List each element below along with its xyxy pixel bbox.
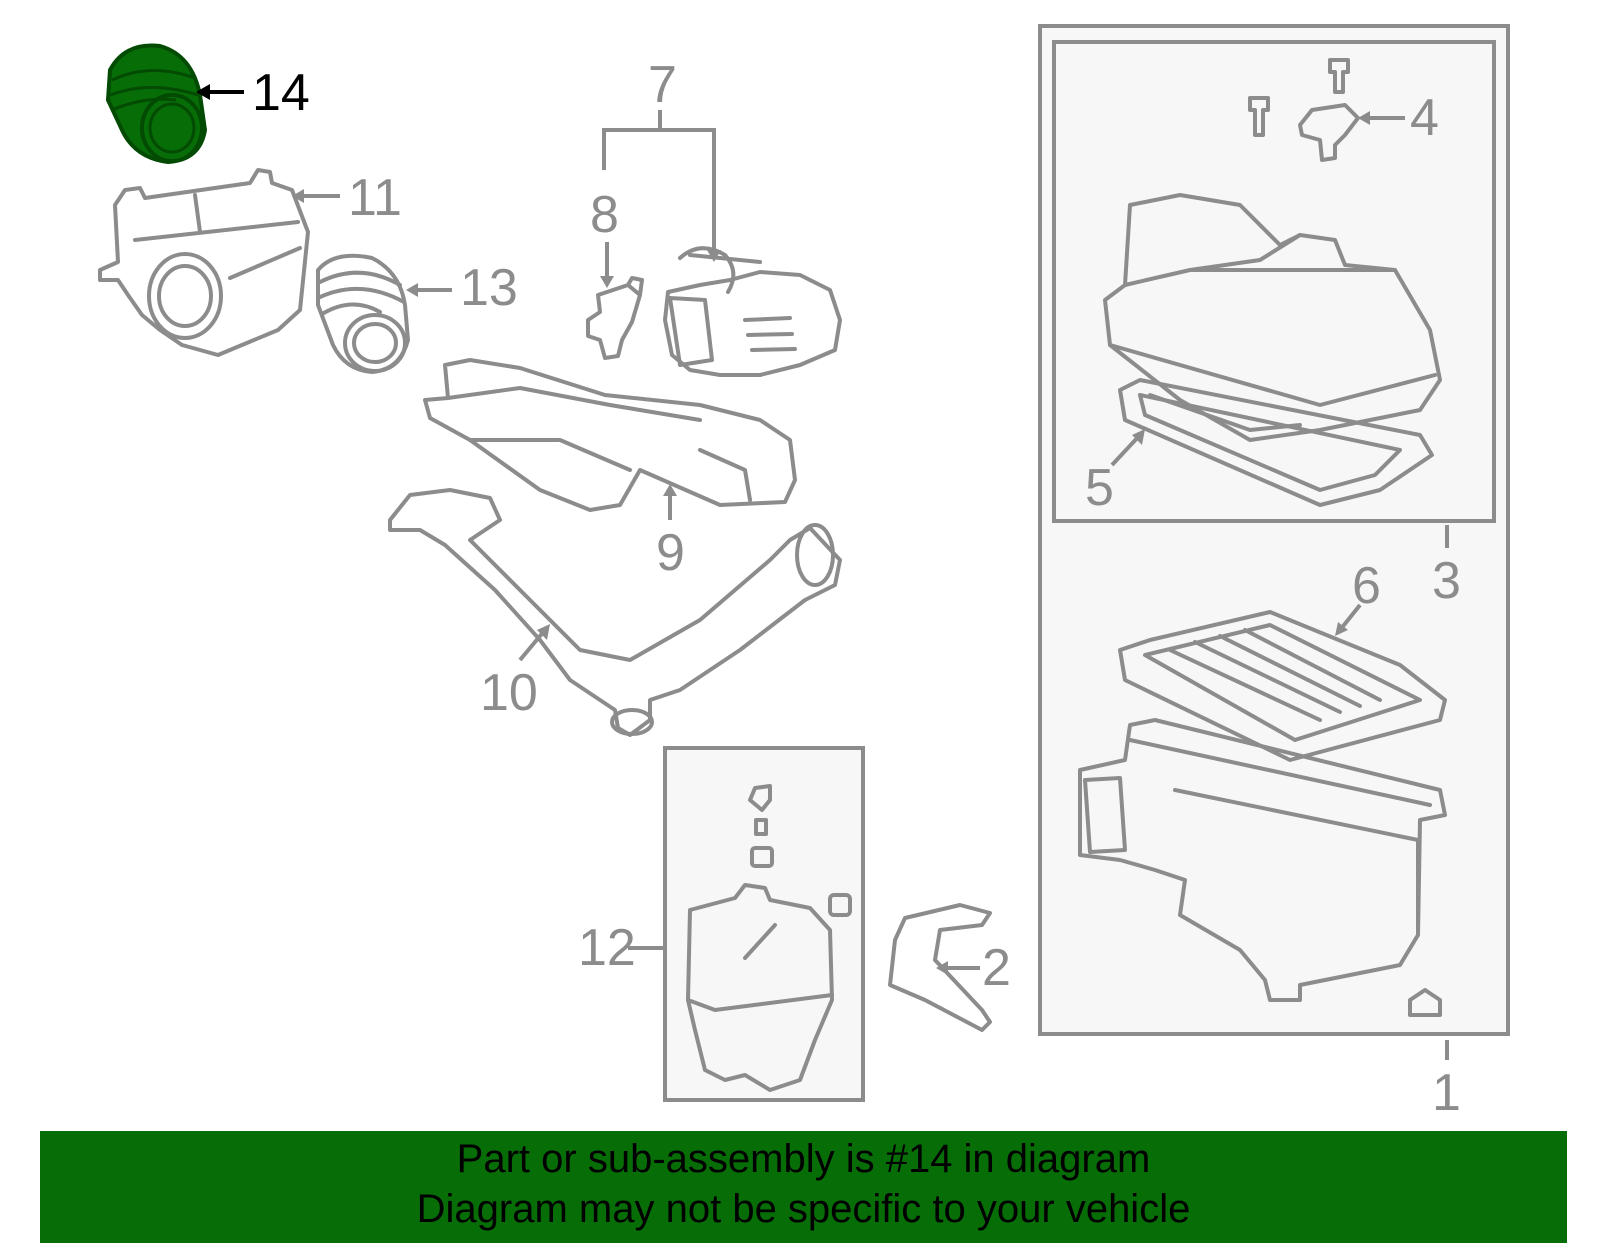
arrow-5-icon	[1132, 429, 1145, 445]
assembly-3-box	[1052, 40, 1496, 523]
arrow-10-icon	[537, 624, 550, 640]
callout-10: 10	[480, 664, 538, 722]
arrow-13-icon	[406, 283, 418, 297]
arrow-2-icon	[936, 961, 948, 975]
callout-8: 8	[590, 186, 619, 244]
leader-6	[1338, 603, 1362, 632]
arrow-6-icon	[1335, 622, 1348, 636]
info-banner: Part or sub-assembly is #14 in diagram D…	[40, 1131, 1567, 1243]
leader-5	[1110, 433, 1142, 467]
part-2-bracket	[888, 903, 992, 1032]
callout-9: 9	[656, 524, 685, 582]
part-1-cleaner-case	[1078, 718, 1447, 1017]
leader-10	[518, 628, 547, 662]
arrow-4-icon	[1358, 111, 1370, 125]
part-11-intake-housing	[98, 168, 310, 357]
banner-line-disclaimer: Diagram may not be specific to your vehi…	[416, 1187, 1191, 1231]
callout-2: 2	[982, 939, 1011, 997]
part-12-resonator	[686, 784, 852, 1092]
leader-7	[602, 110, 716, 255]
arrow-8-icon	[600, 276, 614, 288]
callout-4: 4	[1410, 89, 1439, 147]
arrow-11-icon	[292, 189, 304, 203]
assembly-12-box	[663, 746, 865, 1102]
callout-12: 12	[578, 919, 636, 977]
callout-3: 3	[1432, 552, 1461, 610]
part-4-sensor	[1248, 58, 1360, 162]
callout-1: 1	[1432, 1064, 1461, 1122]
callout-7: 7	[648, 56, 677, 114]
part-6-filter	[1118, 610, 1447, 762]
part-7-airflow-meter	[663, 246, 842, 377]
callout-6: 6	[1352, 557, 1381, 615]
callout-5: 5	[1085, 459, 1114, 517]
callout-14: 14	[252, 64, 310, 122]
part-8-sensor	[586, 276, 644, 360]
part-14-hose	[105, 43, 208, 165]
banner-line-part: Part or sub-assembly is #14 in diagram	[456, 1137, 1151, 1181]
part-13-hose	[316, 253, 410, 374]
part-9-duct	[423, 358, 797, 512]
part-10-intake-pipe	[388, 488, 842, 737]
callout-13: 13	[460, 259, 518, 317]
arrow-9-icon	[663, 484, 677, 496]
callout-11: 11	[348, 169, 402, 227]
part-5-gasket	[1118, 378, 1434, 507]
arrow-14-icon	[196, 84, 210, 100]
